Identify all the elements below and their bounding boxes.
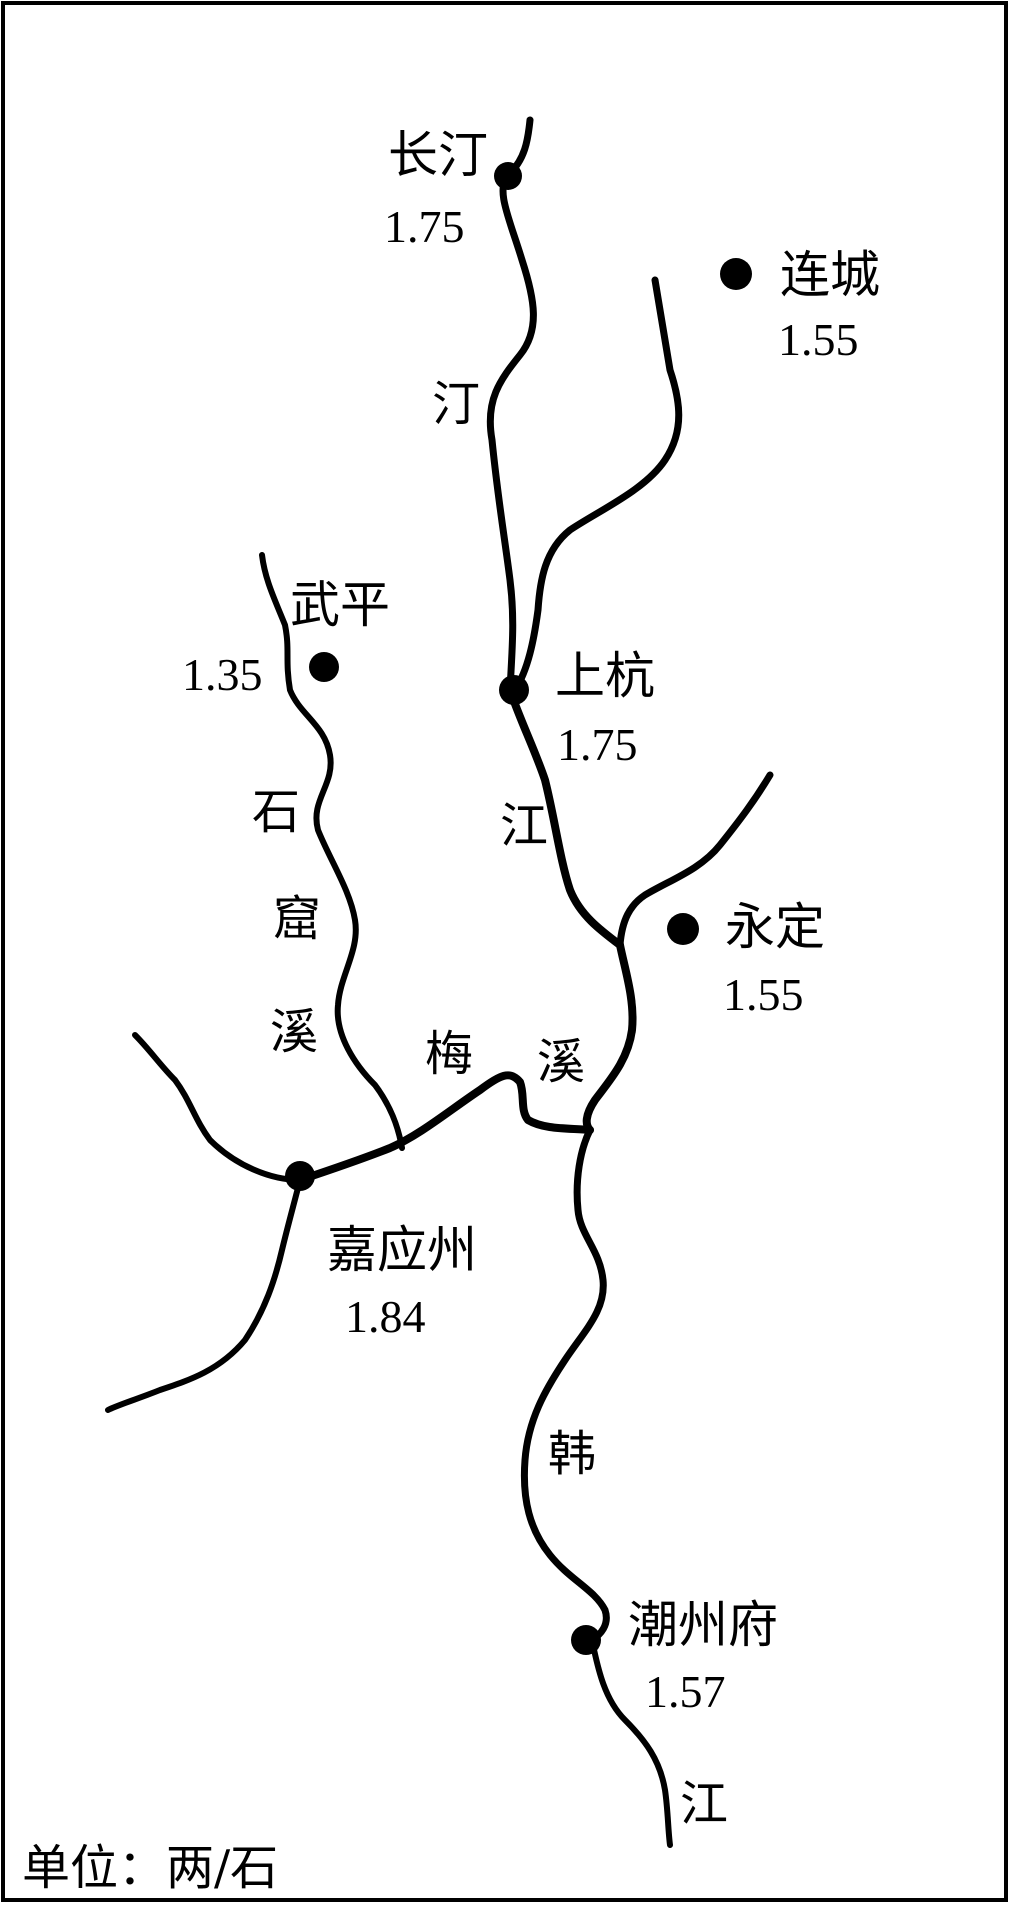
city-price-jiayingzhou: 1.84 bbox=[345, 1291, 426, 1342]
river-shiku-xi bbox=[259, 552, 405, 1151]
city-dot-changting bbox=[494, 162, 522, 190]
city-dot-liancheng bbox=[720, 258, 752, 290]
river-label-xi: 溪 bbox=[537, 1034, 585, 1090]
river-label-shiku-3: 溪 bbox=[270, 1004, 318, 1060]
city-price-changting: 1.75 bbox=[384, 201, 465, 252]
river-label-han: 韩 bbox=[548, 1426, 596, 1482]
river-ting-jiang-to-junction bbox=[582, 941, 637, 1134]
city-price-shanghang: 1.75 bbox=[557, 719, 638, 770]
river-mei-xi bbox=[296, 1071, 594, 1184]
city-dot-jiayingzhou bbox=[285, 1161, 315, 1191]
city-dot-chaozhoufu bbox=[571, 1625, 601, 1655]
river-label-shiku-1: 石 bbox=[252, 784, 300, 840]
city-price-liancheng: 1.55 bbox=[778, 314, 859, 365]
city-name-jiayingzhou: 嘉应州 bbox=[327, 1221, 477, 1279]
city-name-wuping: 武平 bbox=[290, 576, 390, 634]
river-label-han-jiang: 江 bbox=[680, 1776, 728, 1832]
river-yongding bbox=[616, 771, 774, 949]
unit-label: 单位：两/石 bbox=[22, 1840, 278, 1896]
city-dot-wuping bbox=[309, 652, 339, 682]
river-west-tributary bbox=[132, 1032, 303, 1183]
river-label-ting-2: 江 bbox=[500, 798, 548, 854]
river-label-mei: 梅 bbox=[425, 1026, 473, 1082]
city-markers bbox=[285, 162, 752, 1655]
river-ting-jiang-lower bbox=[506, 686, 624, 949]
river-southwest-tributary bbox=[105, 1177, 303, 1413]
river-label-ting-1: 汀 bbox=[432, 376, 480, 432]
city-price-chaozhoufu: 1.57 bbox=[645, 1666, 726, 1717]
river-labels: 汀 江 石 窟 溪 梅 溪 韩 江 bbox=[252, 376, 728, 1832]
river-han-jiang bbox=[520, 1126, 610, 1644]
city-name-changting: 长汀 bbox=[388, 126, 488, 184]
city-price-yongding: 1.55 bbox=[723, 969, 804, 1020]
city-price-wuping: 1.35 bbox=[182, 649, 263, 700]
city-labels: 长汀 1.75 连城 1.55 武平 1.35 上杭 1.75 永定 1.55 … bbox=[182, 126, 880, 1717]
river-han-jiang-lower bbox=[589, 1637, 673, 1848]
river-liancheng-tributary bbox=[511, 276, 683, 694]
river-label-shiku-2: 窟 bbox=[273, 891, 321, 947]
city-dot-shanghang bbox=[499, 675, 529, 705]
rivers bbox=[105, 116, 774, 1848]
city-dot-yongding bbox=[667, 913, 699, 945]
city-name-shanghang: 上杭 bbox=[555, 647, 655, 705]
river-ting-jiang-upper bbox=[486, 116, 537, 694]
city-name-chaozhoufu: 潮州府 bbox=[628, 1596, 778, 1654]
city-name-liancheng: 连城 bbox=[780, 246, 880, 304]
city-name-yongding: 永定 bbox=[725, 898, 825, 956]
